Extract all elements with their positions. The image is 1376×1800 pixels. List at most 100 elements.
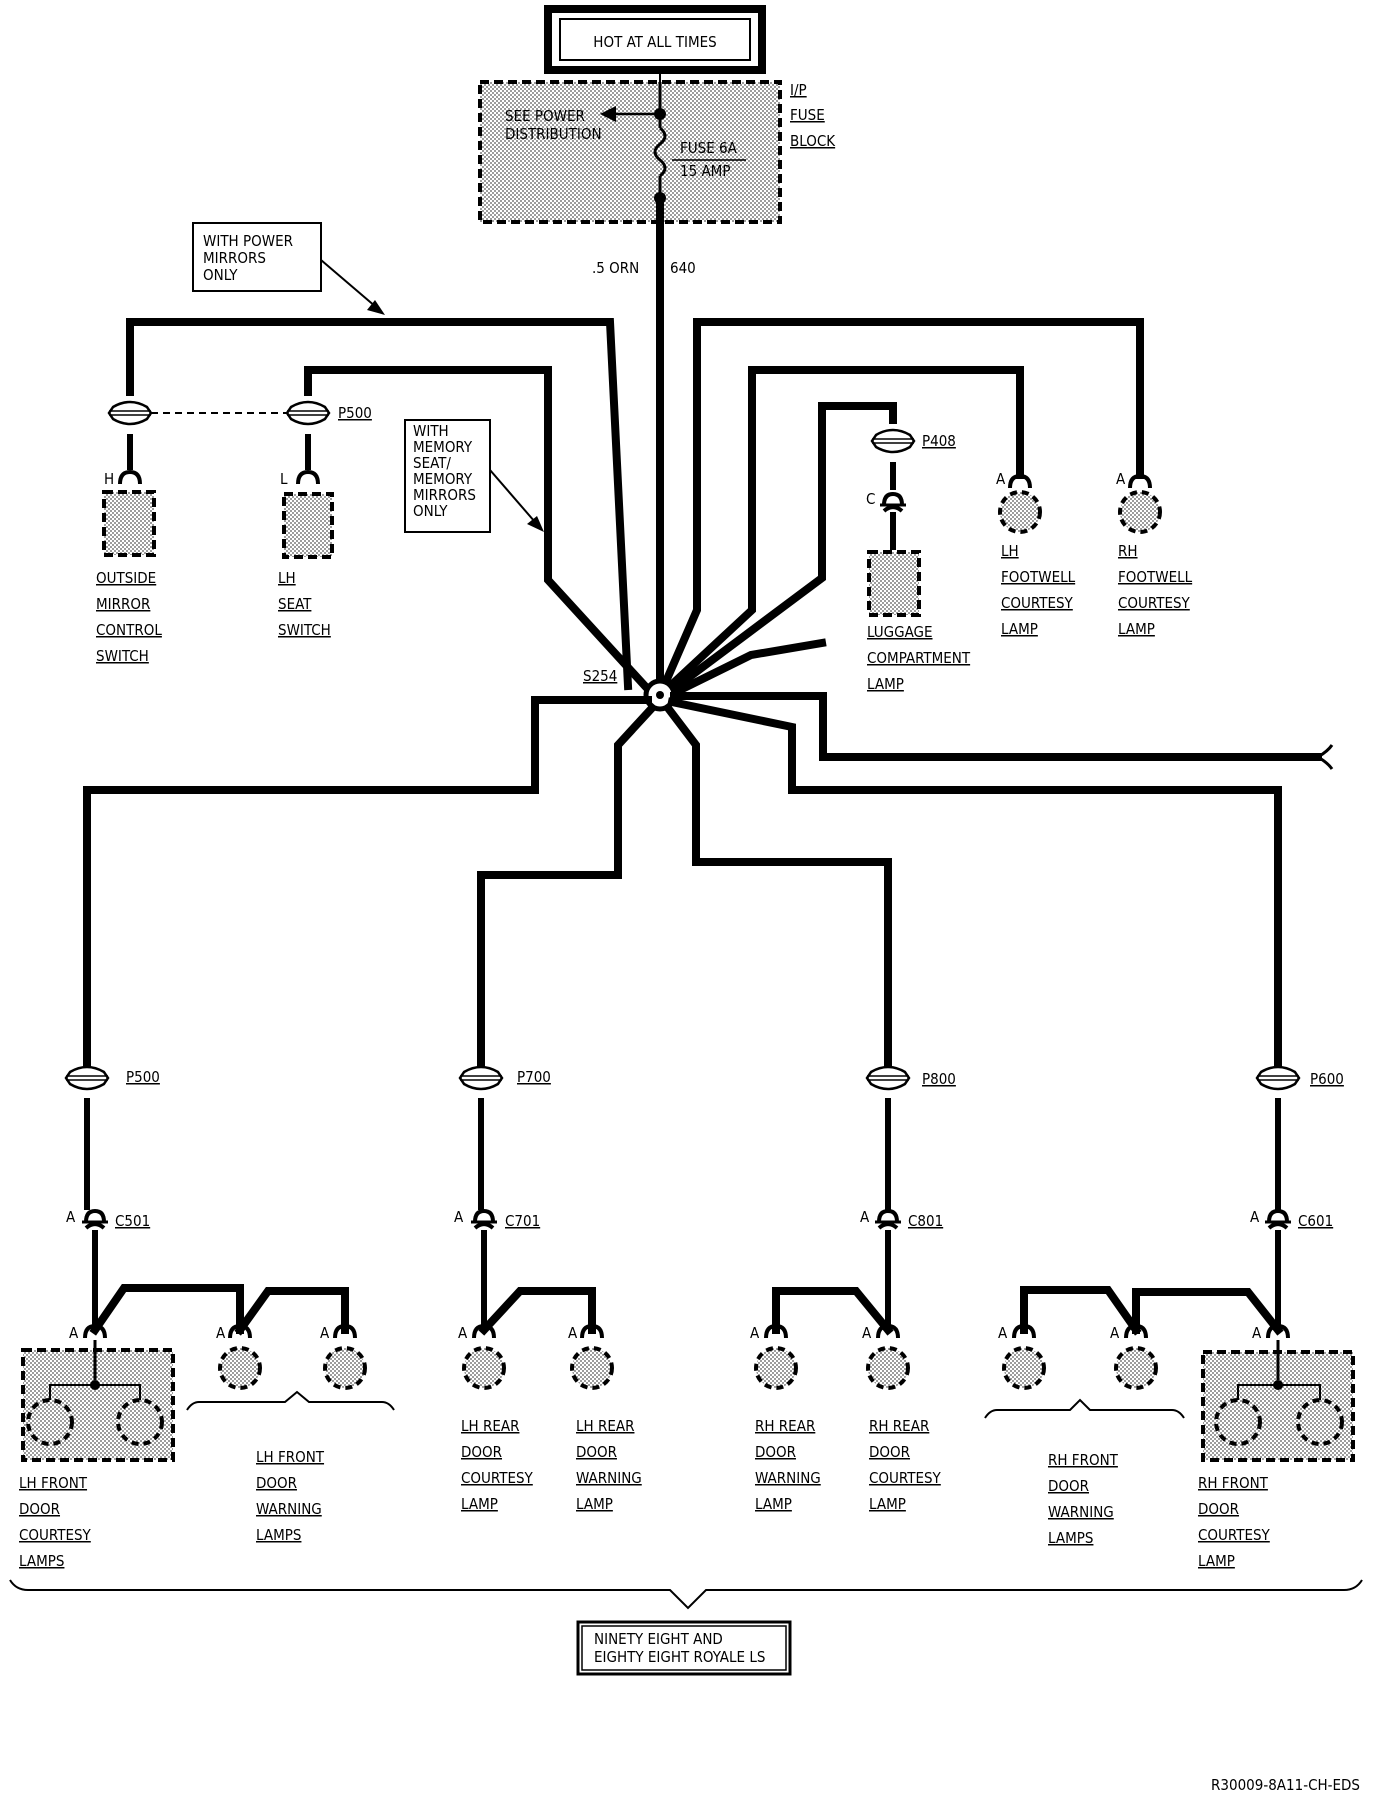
svg-text:SEAT/: SEAT/ xyxy=(413,454,451,472)
svg-text:ONLY: ONLY xyxy=(203,266,238,284)
connector-p408: P408 xyxy=(922,432,956,450)
fuse-block-line3: BLOCK xyxy=(790,132,836,150)
pin-l: L xyxy=(280,470,288,488)
connector-c601: C601 xyxy=(1298,1212,1333,1230)
model-note: NINETY EIGHT AND EIGHTY EIGHT ROYALE LS xyxy=(576,1620,792,1676)
svg-text:LAMP: LAMP xyxy=(1001,620,1038,638)
svg-text:LH: LH xyxy=(1001,542,1019,560)
svg-text:NINETY EIGHT AND: NINETY EIGHT AND xyxy=(594,1630,723,1648)
svg-text:COURTESY: COURTESY xyxy=(1198,1526,1271,1544)
svg-text:WARNING: WARNING xyxy=(256,1500,322,1518)
svg-text:WARNING: WARNING xyxy=(576,1469,642,1487)
svg-text:LAMP: LAMP xyxy=(576,1495,613,1513)
svg-text:DOOR: DOOR xyxy=(256,1474,297,1492)
splice-label: S254 xyxy=(583,667,617,685)
svg-text:MIRRORS: MIRRORS xyxy=(413,486,476,504)
fuse-block-line2: FUSE xyxy=(790,106,825,124)
hot-text: HOT AT ALL TIMES xyxy=(593,33,716,51)
svg-text:A: A xyxy=(1110,1324,1120,1342)
label-lh-seat-switch: LH SEAT SWITCH xyxy=(278,569,331,639)
svg-text:ONLY: ONLY xyxy=(413,502,448,520)
svg-text:RH: RH xyxy=(1118,542,1138,560)
svg-text:LAMP: LAMP xyxy=(1118,620,1155,638)
svg-text:RH REAR: RH REAR xyxy=(869,1417,929,1435)
svg-text:LAMPS: LAMPS xyxy=(1048,1529,1093,1547)
connector-c501: C501 xyxy=(115,1212,150,1230)
label-lh-footwell-lamp: LH FOOTWELL COURTESY LAMP xyxy=(1001,542,1076,638)
brace-all-doors xyxy=(9,1579,1363,1610)
label-outside-mirror-switch: OUTSIDE MIRROR CONTROL SWITCH xyxy=(96,569,162,665)
connector-p800: P800 xyxy=(922,1070,956,1088)
pin-c: C xyxy=(866,490,875,508)
arrow-icon xyxy=(527,516,544,532)
svg-text:A: A xyxy=(568,1324,578,1342)
lh-front-warning-lamp-2 xyxy=(323,1346,367,1390)
label-rh-front-warning: RH FRONT DOOR WARNING LAMPS xyxy=(1048,1451,1119,1547)
label-rh-footwell-lamp: RH FOOTWELL COURTESY LAMP xyxy=(1118,542,1193,638)
svg-text:DOOR: DOOR xyxy=(1198,1500,1239,1518)
pin-h: H xyxy=(104,470,114,488)
lh-front-warning-lamp-1 xyxy=(218,1346,262,1390)
svg-text:A: A xyxy=(996,470,1006,488)
svg-text:COURTESY: COURTESY xyxy=(461,1469,534,1487)
svg-text:A: A xyxy=(69,1324,79,1342)
label-lh-front-warning: LH FRONT DOOR WARNING LAMPS xyxy=(256,1448,325,1544)
svg-text:A: A xyxy=(862,1324,872,1342)
svg-text:COURTESY: COURTESY xyxy=(19,1526,92,1544)
svg-text:LAMP: LAMP xyxy=(867,675,904,693)
rh-front-warning-lamp-1 xyxy=(1002,1346,1046,1390)
svg-text:CONTROL: CONTROL xyxy=(96,621,162,639)
drawing-id: R30009-8A11-CH-EDS xyxy=(1211,1776,1360,1794)
svg-text:WARNING: WARNING xyxy=(1048,1503,1114,1521)
brace-rh-front-warning xyxy=(984,1398,1185,1419)
svg-text:A: A xyxy=(454,1208,464,1226)
label-rh-rear-warning: RH REAR DOOR WARNING LAMP xyxy=(755,1417,821,1513)
svg-text:DOOR: DOOR xyxy=(461,1443,502,1461)
svg-text:LAMP: LAMP xyxy=(869,1495,906,1513)
svg-text:LUGGAGE: LUGGAGE xyxy=(867,623,933,641)
fuse-rating: FUSE 6A xyxy=(680,139,738,157)
svg-text:A: A xyxy=(750,1324,760,1342)
connector-p500-top: P500 xyxy=(338,404,372,422)
label-rh-rear-courtesy: RH REAR DOOR COURTESY LAMP xyxy=(869,1417,942,1513)
svg-text:LAMP: LAMP xyxy=(755,1495,792,1513)
svg-text:RH FRONT: RH FRONT xyxy=(1048,1451,1119,1469)
fuse-block: SEE POWER DISTRIBUTION FUSE 6A 15 AMP I/… xyxy=(478,80,836,224)
svg-text:MIRRORS: MIRRORS xyxy=(203,249,266,267)
svg-text:WITH: WITH xyxy=(413,422,449,440)
svg-text:DOOR: DOOR xyxy=(1048,1477,1089,1495)
svg-text:DOOR: DOOR xyxy=(869,1443,910,1461)
svg-text:MEMORY: MEMORY xyxy=(413,470,473,488)
arrow-left-icon xyxy=(600,106,616,122)
svg-text:RH FRONT: RH FRONT xyxy=(1198,1474,1269,1492)
rh-footwell-courtesy-lamp xyxy=(1118,490,1162,534)
luggage-compartment-lamp xyxy=(867,550,921,617)
svg-text:LAMPS: LAMPS xyxy=(256,1526,301,1544)
power-dist-line2: DISTRIBUTION xyxy=(505,125,602,143)
connector-c701: C701 xyxy=(505,1212,540,1230)
svg-text:LH REAR: LH REAR xyxy=(461,1417,519,1435)
svg-text:DOOR: DOOR xyxy=(19,1500,60,1518)
svg-text:COURTESY: COURTESY xyxy=(869,1469,942,1487)
lh-footwell-courtesy-lamp xyxy=(998,490,1042,534)
svg-text:COURTESY: COURTESY xyxy=(1001,594,1074,612)
svg-text:OUTSIDE: OUTSIDE xyxy=(96,569,156,587)
fuse-block-line1: I/P xyxy=(790,81,807,99)
svg-text:A: A xyxy=(216,1324,226,1342)
fuse-amp: 15 AMP xyxy=(680,162,730,180)
note-power-mirrors: WITH POWER MIRRORS ONLY xyxy=(192,222,385,315)
svg-text:A: A xyxy=(320,1324,330,1342)
svg-text:SWITCH: SWITCH xyxy=(278,621,331,639)
connector-p500: P500 xyxy=(126,1068,160,1086)
wire-continuation xyxy=(1317,744,1334,770)
svg-text:DOOR: DOOR xyxy=(576,1443,617,1461)
svg-text:A: A xyxy=(458,1324,468,1342)
svg-text:RH REAR: RH REAR xyxy=(755,1417,815,1435)
label-luggage-lamp: LUGGAGE COMPARTMENT LAMP xyxy=(867,623,971,693)
rh-rear-door-courtesy-lamp xyxy=(866,1346,910,1390)
wire-gauge-label: .5 ORN xyxy=(592,259,639,277)
svg-text:MIRROR: MIRROR xyxy=(96,595,150,613)
svg-text:WARNING: WARNING xyxy=(755,1469,821,1487)
rh-front-warning-lamp-2 xyxy=(1114,1346,1158,1390)
